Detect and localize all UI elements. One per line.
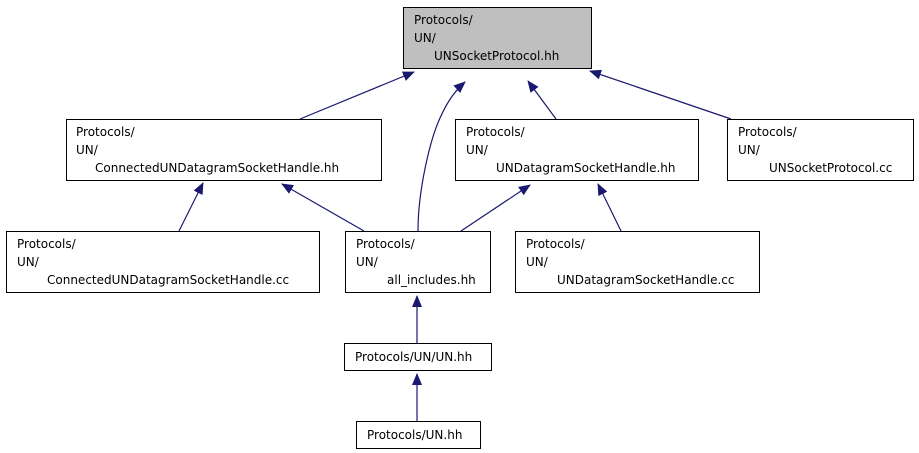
node-undatagram-sockethandle-cc[interactable]: Protocols/ UN/ UNDatagramSocketHandle.cc [515,231,760,293]
node-line: UNDatagramSocketHandle.hh [496,161,676,175]
node-line: Protocols/ [738,125,797,139]
node-line: Protocols/ [414,13,473,27]
node-protocols-un-un-hh[interactable]: Protocols/UN/UN.hh [344,343,492,371]
node-connected-undatagram-sockethandle-cc[interactable]: Protocols/ UN/ ConnectedUNDatagramSocket… [6,231,320,293]
node-line: UN/ [466,143,488,157]
node-line: UNDatagramSocketHandle.cc [557,273,735,287]
edge-datagram_hh-to-root [527,80,557,120]
node-line: Protocols/ [17,237,76,251]
node-line: Protocols/ [76,125,135,139]
node-line: UN/ [76,143,98,157]
node-line: Protocols/ [526,237,585,251]
edge-socket_cc-to-root [589,69,732,120]
node-line: ConnectedUNDatagramSocketHandle.cc [47,273,290,287]
node-line: UNSocketProtocol.cc [769,161,893,175]
node-line: Protocols/ [466,125,525,139]
node-line: UN/ [526,255,548,269]
edge-layer [178,69,732,421]
node-unsocketprotocol-hh: Protocols/ UN/ UNSocketProtocol.hh [403,7,592,69]
node-line: UNSocketProtocol.hh [434,49,560,63]
node-line: UN/ [738,143,760,157]
edge-connected_cc-to-connected_hh [178,182,204,232]
node-line: Protocols/ [356,237,415,251]
node-line: Protocols/UN.hh [367,428,463,442]
edge-datagram_cc-to-datagram_hh [597,183,622,232]
edge-all_includes-to-root [417,81,466,232]
node-line: Protocols/UN/UN.hh [355,350,473,364]
edge-all_includes-to-datagram_hh [460,184,531,232]
node-line: UN/ [17,255,39,269]
node-unsocketprotocol-cc[interactable]: Protocols/ UN/ UNSocketProtocol.cc [727,119,914,181]
node-all-includes-hh[interactable]: Protocols/ UN/ all_includes.hh [345,231,491,293]
node-connected-undatagram-sockethandle-hh[interactable]: Protocols/ UN/ ConnectedUNDatagramSocket… [66,119,382,181]
node-line: all_includes.hh [387,273,476,287]
node-line: UN/ [414,31,436,45]
edge-connected_hh-to-root [299,71,415,120]
node-protocols-un-hh[interactable]: Protocols/UN.hh [356,421,481,449]
node-undatagram-sockethandle-hh[interactable]: Protocols/ UN/ UNDatagramSocketHandle.hh [455,119,699,181]
node-line: UN/ [356,255,378,269]
node-line: ConnectedUNDatagramSocketHandle.hh [95,161,340,175]
edge-all_includes-to-connected_hh [281,183,365,232]
